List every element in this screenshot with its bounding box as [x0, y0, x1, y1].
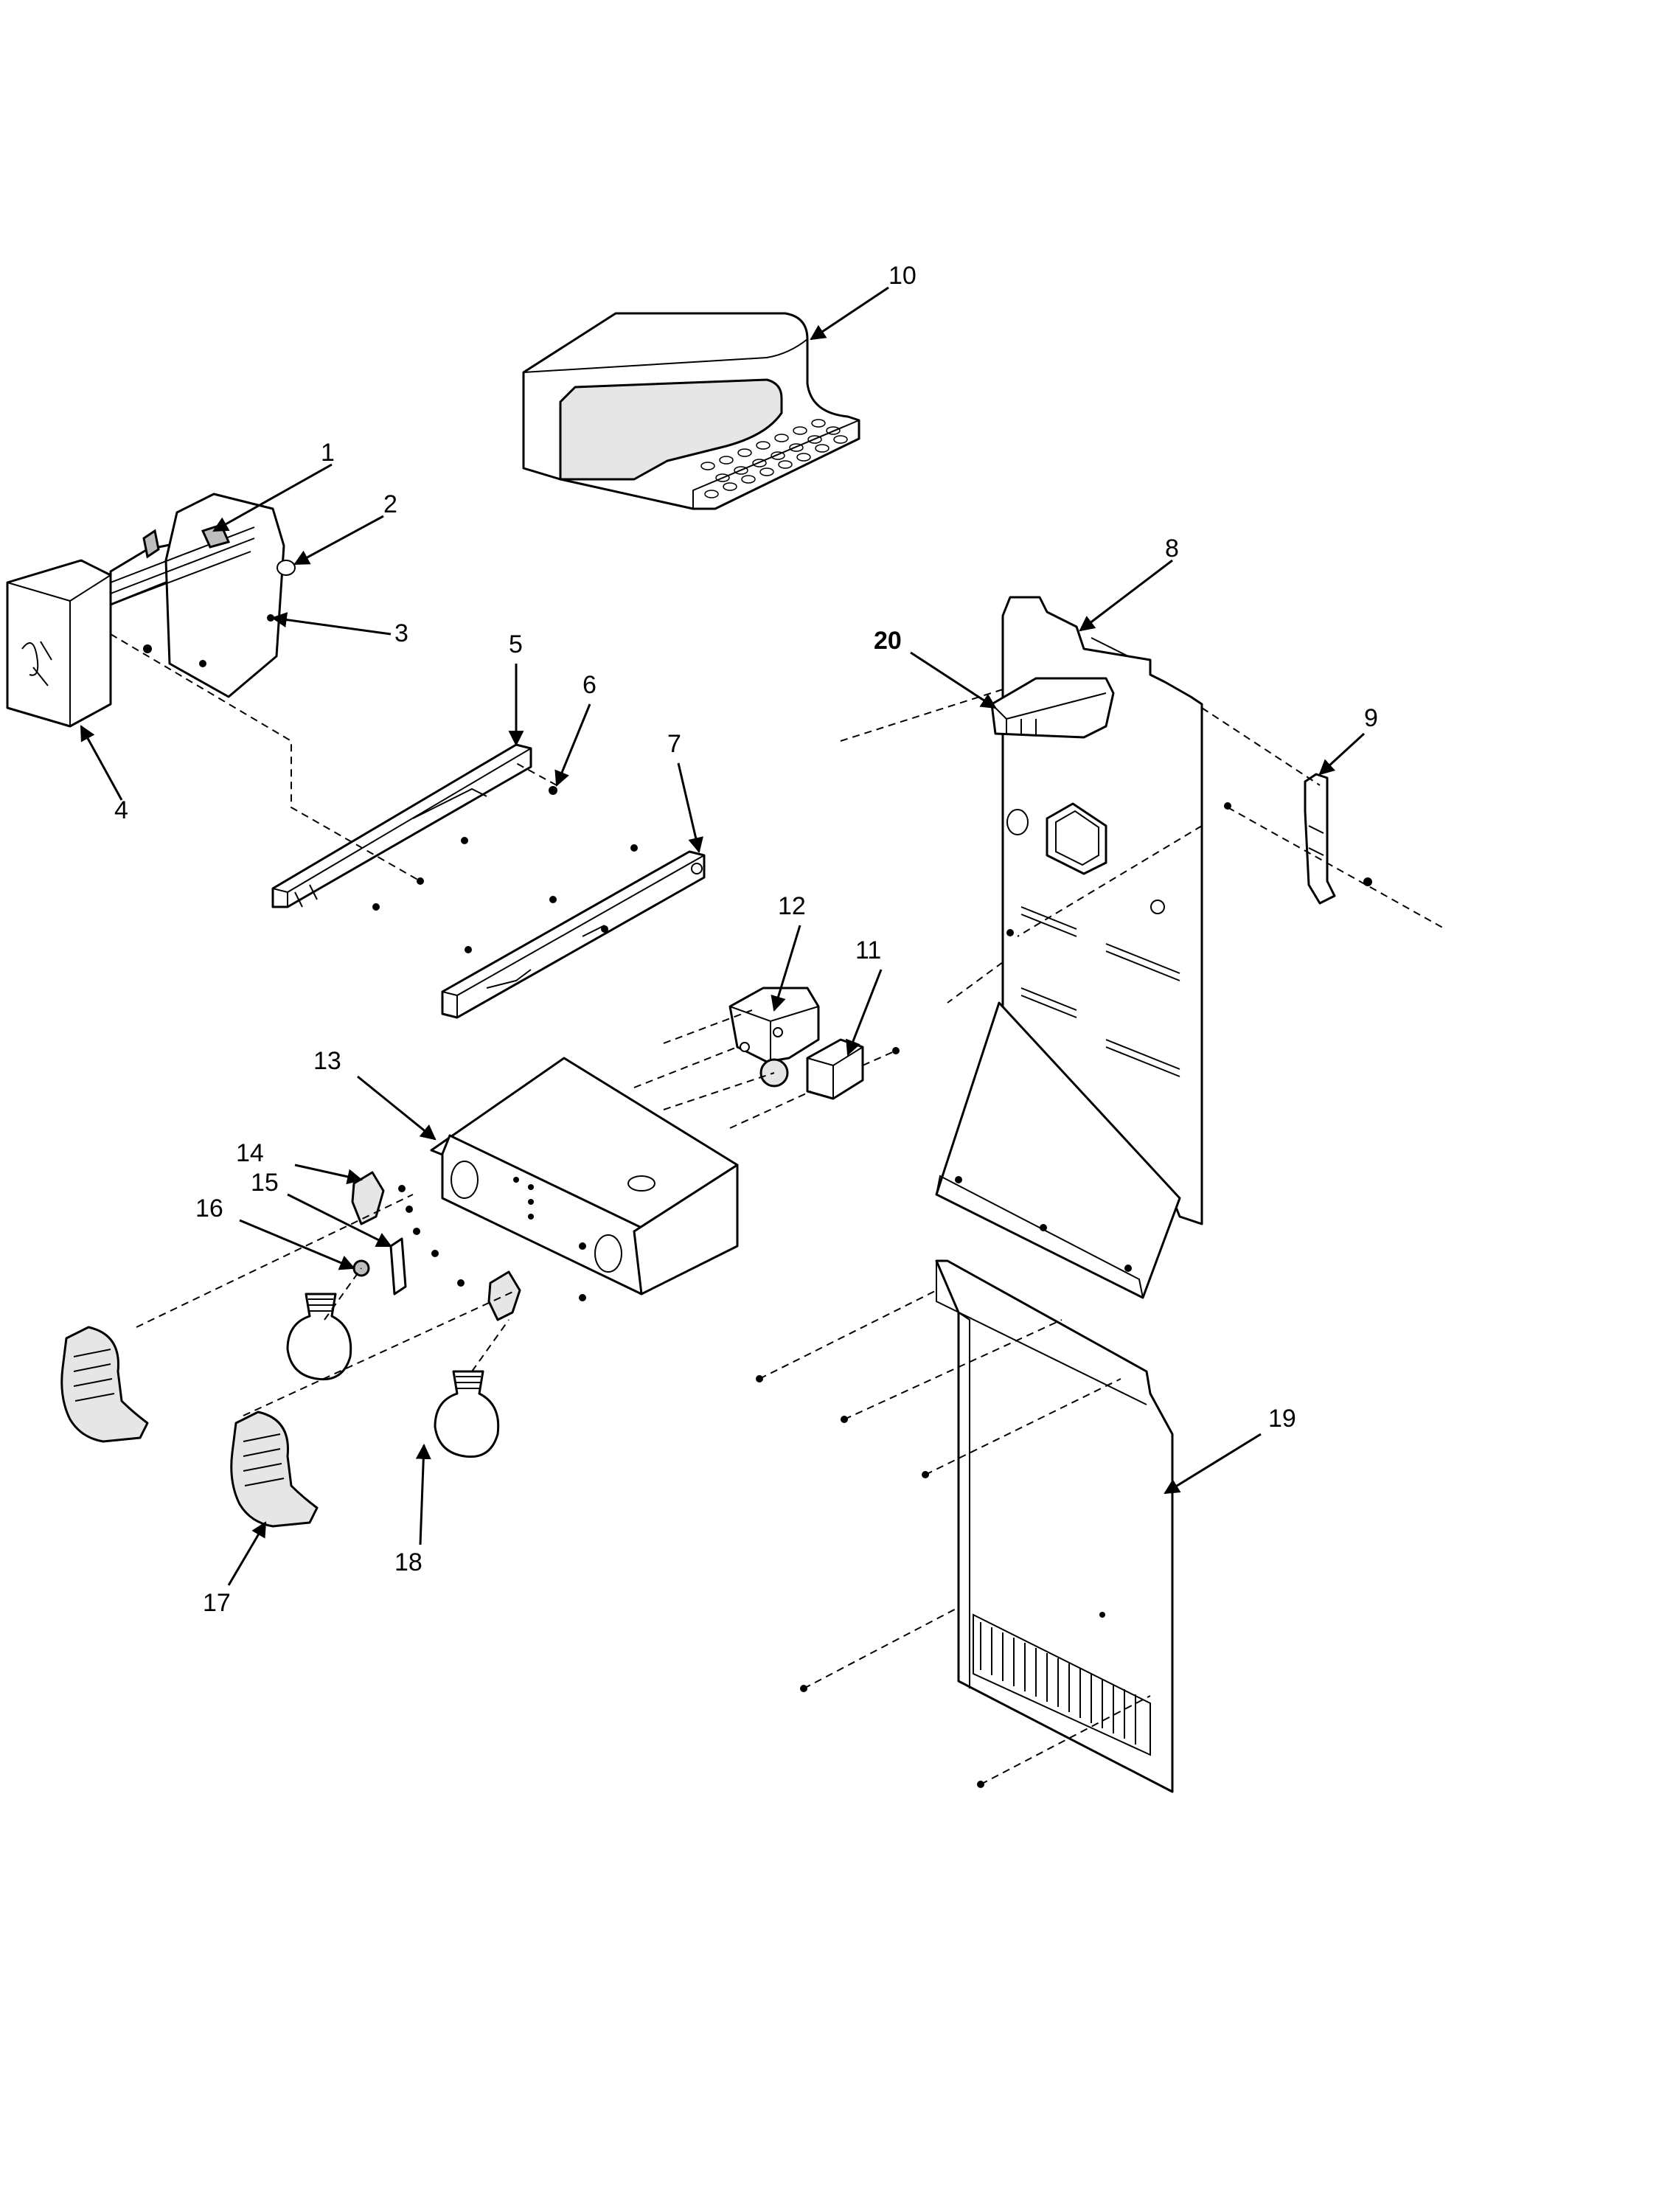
- callout-18: 18: [394, 1548, 422, 1576]
- callout-10: 10: [888, 262, 917, 290]
- part-17-light-lens: [60, 1326, 319, 1528]
- callout-20: 20: [874, 627, 902, 655]
- callout-15: 15: [251, 1169, 279, 1197]
- part-7-slide-rail: [441, 844, 706, 1019]
- part-14-lamp-socket: [351, 1171, 521, 1321]
- callout-12: 12: [778, 892, 806, 920]
- callout-13: 13: [313, 1047, 341, 1075]
- assembly-lines: [110, 633, 1446, 1785]
- part-13-housing: [398, 1057, 739, 1301]
- callout-1: 1: [321, 439, 335, 467]
- callout-14: 14: [236, 1139, 264, 1167]
- leader-lines: [80, 286, 1366, 1586]
- part-5-slide-rail: [271, 743, 557, 911]
- part-4-ice-maker: [6, 493, 296, 728]
- callout-11: 11: [855, 936, 881, 964]
- callout-7: 7: [667, 730, 681, 758]
- part-20-air-duct: [990, 677, 1115, 739]
- part-18-light-bulb: [286, 1293, 500, 1458]
- part-12-auger-motor: [728, 987, 820, 1088]
- callout-6: 6: [582, 671, 597, 699]
- part-8-liner-panel: [935, 596, 1203, 1299]
- part-10-dispenser-cover: [522, 312, 860, 510]
- callout-4: 4: [114, 796, 128, 824]
- part-11-switch: [806, 1038, 900, 1100]
- callout-17: 17: [203, 1589, 231, 1617]
- callout-3: 3: [394, 619, 408, 647]
- part-19-lower-panel: [756, 1259, 1174, 1793]
- callout-labels: 1 2 3 4 5 6 7 8 9 10 11 12 13 14 15 16 1…: [114, 262, 1378, 1617]
- callout-19: 19: [1268, 1405, 1296, 1433]
- callout-5: 5: [509, 630, 523, 658]
- callout-16: 16: [195, 1194, 223, 1222]
- callout-2: 2: [383, 490, 397, 518]
- callout-8: 8: [1165, 535, 1179, 563]
- part-15-clip: [389, 1237, 407, 1295]
- part-9-bracket: [1224, 773, 1372, 905]
- callout-9: 9: [1364, 704, 1378, 732]
- vent-slots: [980, 1622, 1136, 1745]
- drip-tray-holes: [700, 419, 848, 498]
